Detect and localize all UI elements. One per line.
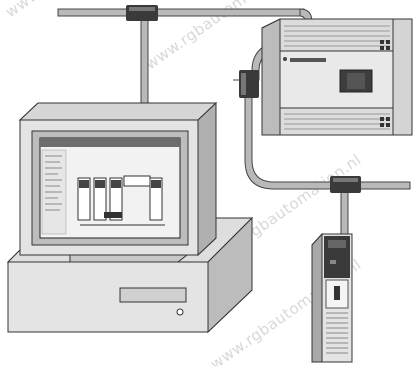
power-led <box>177 309 183 315</box>
computer-workstation <box>8 103 252 332</box>
plc-controller <box>262 19 412 135</box>
disk-drive-slot <box>120 288 186 302</box>
io-module <box>312 234 352 362</box>
